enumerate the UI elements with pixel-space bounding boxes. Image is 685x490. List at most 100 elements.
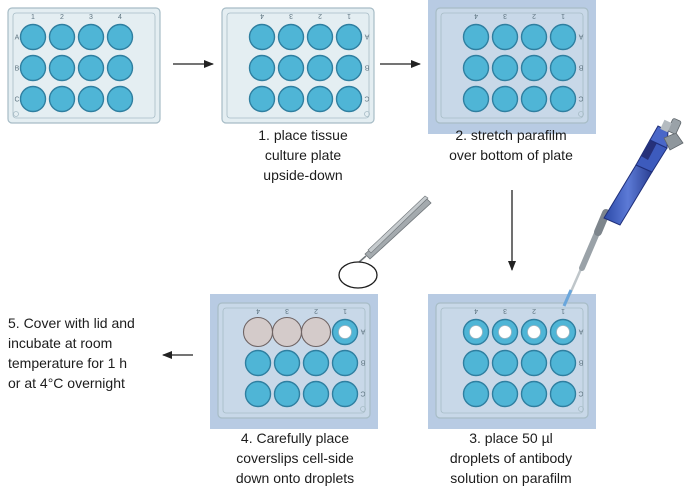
well: [520, 85, 548, 113]
corner-notch: [13, 111, 19, 117]
column-label: 3: [503, 307, 507, 314]
step4-caption: 4. Carefully place coverslips cell-side …: [235, 430, 355, 486]
plate-with-droplets: 1 2 3 4A B C: [428, 294, 596, 429]
plate-rim: [440, 12, 584, 119]
placed-coverslip: [242, 316, 274, 348]
column-label: 4: [474, 12, 478, 19]
column-label: 1: [343, 307, 347, 314]
well: [549, 23, 577, 51]
well: [244, 349, 272, 377]
corner-notch: [364, 111, 370, 117]
well: [77, 23, 105, 51]
step3-caption: 3. place 50 µl droplets of antibody solu…: [449, 430, 573, 486]
well: [19, 54, 47, 82]
well: [106, 23, 134, 51]
well: [48, 23, 76, 51]
forceps-icon: [357, 195, 432, 264]
row-label: C: [14, 97, 19, 104]
well: [335, 23, 363, 51]
corner-notch: [578, 111, 584, 117]
well: [549, 349, 577, 377]
well: [248, 23, 276, 51]
well: [335, 85, 363, 113]
well: [331, 349, 359, 377]
column-label: 3: [289, 12, 293, 19]
well: [462, 349, 490, 377]
well: [48, 85, 76, 113]
column-label: 1: [347, 12, 351, 19]
well: [106, 85, 134, 113]
plate-rim: [222, 307, 366, 414]
plate-with-coverslips: 1 2 3 4A B C: [210, 294, 378, 429]
well: [248, 54, 276, 82]
well: [302, 380, 330, 408]
antibody-droplet: [338, 325, 352, 339]
step5-caption: 5. Cover with lid and incubate at room t…: [8, 315, 135, 391]
well: [48, 54, 76, 82]
row-label: B: [578, 64, 583, 71]
corner-notch: [578, 406, 584, 412]
well: [462, 54, 490, 82]
placed-coverslip: [271, 316, 303, 348]
antibody-droplet: [527, 325, 541, 339]
well: [306, 23, 334, 51]
row-label: A: [360, 328, 365, 335]
well: [277, 54, 305, 82]
column-label: 4: [118, 14, 122, 21]
column-label: 3: [89, 14, 93, 21]
well: [19, 23, 47, 51]
well: [77, 54, 105, 82]
column-label: 1: [31, 14, 35, 21]
plate-rim: [440, 307, 584, 414]
plate-rim: [12, 12, 156, 119]
column-label: 3: [503, 12, 507, 19]
row-label: A: [364, 33, 369, 40]
antibody-droplet: [556, 325, 570, 339]
row-label: B: [15, 66, 20, 73]
well: [520, 349, 548, 377]
column-label: 2: [318, 12, 322, 19]
row-label: C: [360, 390, 365, 397]
row-label: C: [364, 95, 369, 102]
row-label: C: [578, 390, 583, 397]
corner-notch: [360, 406, 366, 412]
column-label: 1: [561, 307, 565, 314]
step1-caption: 1. place tissue culture plate upside-dow…: [258, 127, 348, 183]
row-label: A: [578, 328, 583, 335]
well: [520, 380, 548, 408]
well: [491, 349, 519, 377]
row-label: B: [578, 359, 583, 366]
well: [273, 380, 301, 408]
antibody-droplet: [498, 325, 512, 339]
row-label: A: [15, 35, 20, 42]
well: [491, 23, 519, 51]
well: [306, 54, 334, 82]
well: [549, 85, 577, 113]
pipette-icon: [562, 118, 684, 307]
well: [302, 349, 330, 377]
plate-rim: [226, 12, 370, 119]
column-label: 2: [314, 307, 318, 314]
row-label: B: [364, 64, 369, 71]
column-label: 4: [256, 307, 260, 314]
well: [19, 85, 47, 113]
column-label: 2: [532, 307, 536, 314]
well: [520, 23, 548, 51]
row-label: B: [360, 359, 365, 366]
well: [77, 85, 105, 113]
well: [277, 85, 305, 113]
antibody-droplet: [469, 325, 483, 339]
well: [462, 23, 490, 51]
column-label: 4: [474, 307, 478, 314]
column-label: 3: [285, 307, 289, 314]
well: [244, 380, 272, 408]
well: [549, 54, 577, 82]
well: [491, 380, 519, 408]
well: [520, 54, 548, 82]
coverslip-icon: [338, 261, 378, 289]
